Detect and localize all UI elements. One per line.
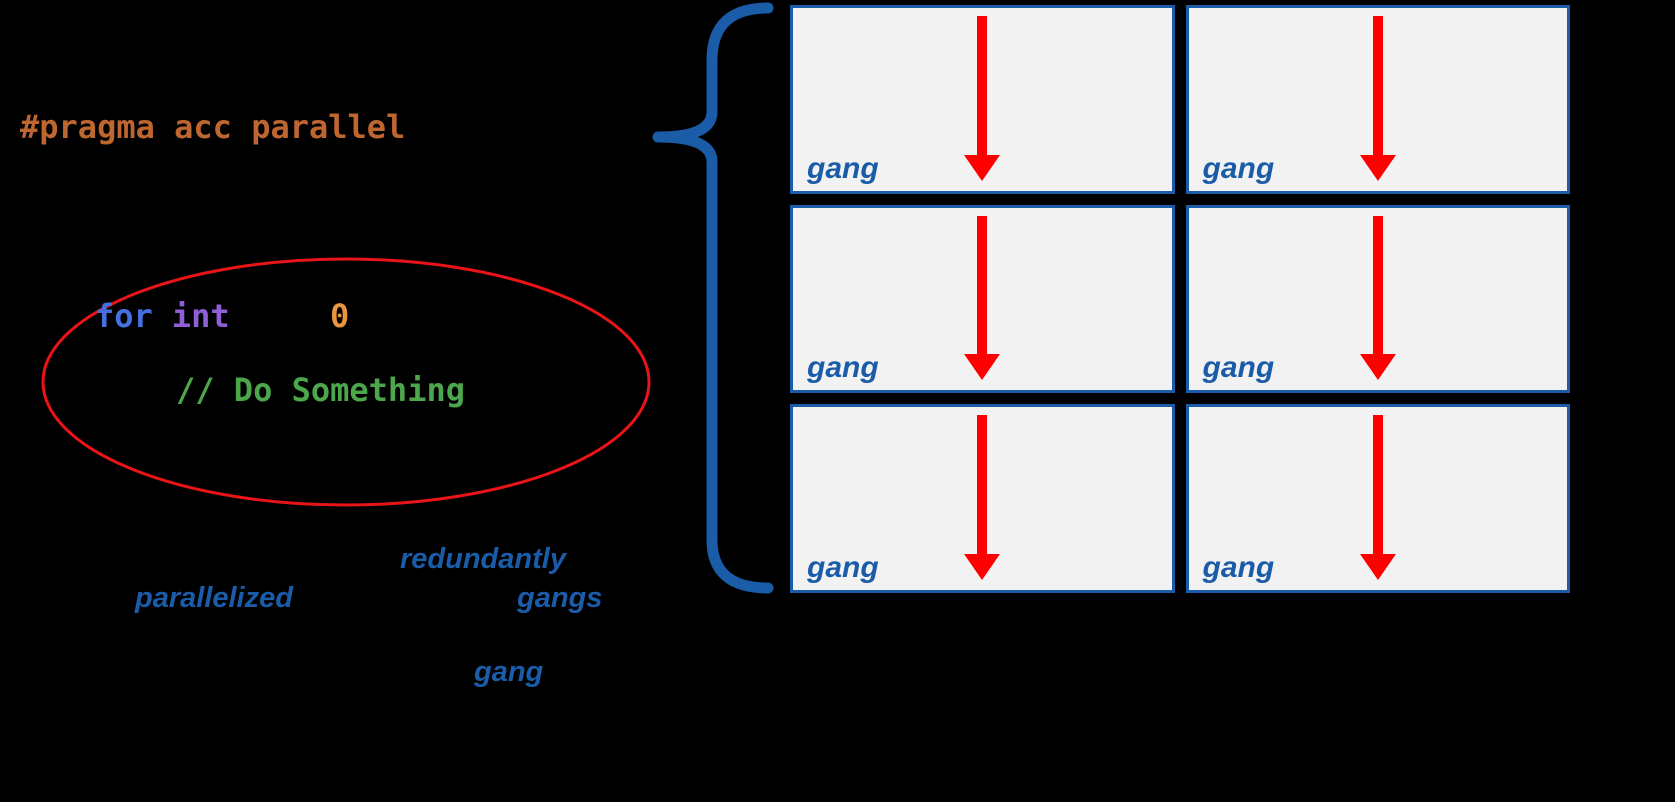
gang-box: gang xyxy=(1185,204,1570,394)
annotation-gang: gang xyxy=(474,656,544,688)
loop-init-value: 0 xyxy=(330,297,350,335)
down-arrow-icon xyxy=(1359,415,1396,580)
gang-box: gang xyxy=(1185,404,1570,593)
gang-label: gang xyxy=(807,151,879,185)
keyword-for: for xyxy=(95,297,153,335)
down-arrow-icon xyxy=(1359,215,1396,381)
annotation-gangs: gangs xyxy=(517,582,603,614)
gang-grid: gang gang gang gang gang gang xyxy=(790,5,1570,593)
down-arrow-icon xyxy=(964,16,1001,181)
gang-box: gang xyxy=(790,5,1175,194)
gang-box: gang xyxy=(790,404,1175,593)
down-arrow-icon xyxy=(964,215,1001,381)
pragma-directive: #pragma acc parallel xyxy=(20,108,406,146)
gang-box: gang xyxy=(790,204,1175,394)
annotation-redundantly: redundantly xyxy=(400,543,566,575)
gang-label: gang xyxy=(1202,551,1275,584)
gang-label: gang xyxy=(807,551,879,584)
keyword-int: int xyxy=(171,297,230,335)
gang-label: gang xyxy=(807,351,879,385)
down-arrow-icon xyxy=(1359,16,1396,181)
down-arrow-icon xyxy=(964,415,1001,580)
gang-label: gang xyxy=(1202,351,1275,385)
curly-brace-icon xyxy=(652,2,774,594)
loop-highlight-ellipse xyxy=(41,257,651,507)
loop-body-comment: // Do Something xyxy=(176,371,465,409)
annotation-parallelized: parallelized xyxy=(135,582,293,614)
gang-label: gang xyxy=(1202,151,1275,185)
gang-box: gang xyxy=(1185,5,1570,194)
